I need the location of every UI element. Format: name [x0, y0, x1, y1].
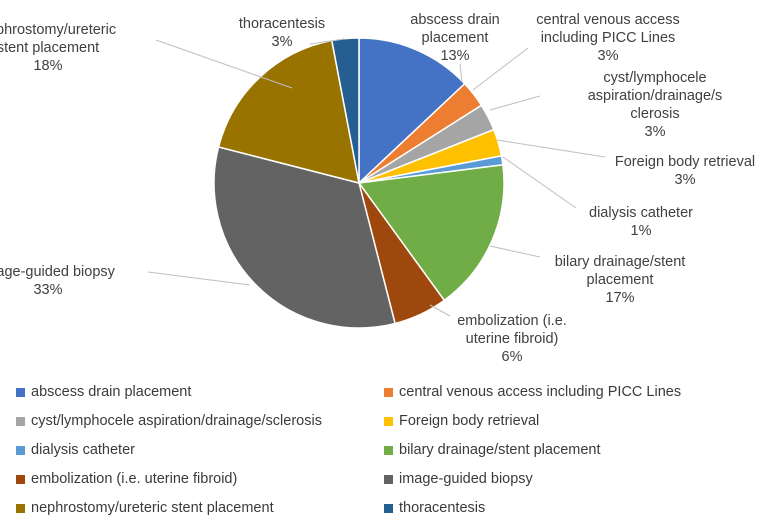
legend-item: dialysis catheter: [16, 442, 135, 458]
legend-item: cyst/lymphocele aspiration/drainage/scle…: [16, 413, 322, 429]
pie-slice: [213, 146, 396, 329]
leader-line: [489, 245, 541, 258]
legend-swatch: [384, 416, 393, 426]
leader-line: [472, 47, 529, 91]
legend-label: bilary drainage/stent placement: [399, 442, 601, 458]
legend-item: nephrostomy/ureteric stent placement: [16, 500, 274, 516]
data-label: embolization (i.e.uterine fibroid)6%: [457, 313, 567, 365]
legend-swatch: [16, 503, 25, 513]
leader-line: [489, 95, 541, 111]
leader-line: [147, 271, 251, 286]
leader-line: [459, 63, 463, 83]
legend-item: Foreign body retrieval: [384, 413, 539, 429]
legend-item: central venous access including PICC Lin…: [384, 384, 681, 400]
leader-line: [502, 156, 577, 209]
leader-line: [309, 38, 345, 45]
legend-label: cyst/lymphocele aspiration/drainage/scle…: [31, 413, 322, 429]
chart-legend: abscess drain placement central venous ac…: [0, 380, 761, 524]
legend-label: image-guided biopsy: [399, 471, 533, 487]
legend-swatch: [16, 445, 25, 455]
legend-item: thoracentesis: [384, 500, 485, 516]
legend-label: embolization (i.e. uterine fibroid): [31, 471, 238, 487]
legend-swatch: [16, 416, 25, 426]
legend-item: embolization (i.e. uterine fibroid): [16, 471, 237, 487]
legend-swatch: [384, 474, 393, 484]
legend-swatch: [384, 445, 393, 455]
legend-label: thoracentesis: [399, 500, 486, 516]
legend-item: image-guided biopsy: [384, 471, 533, 487]
pie-slice: [358, 37, 466, 185]
pie-slice: [357, 163, 505, 302]
legend-label: nephrostomy/ureteric stent placement: [31, 500, 274, 516]
legend-item: bilary drainage/stent placement: [384, 442, 601, 458]
legend-label: dialysis catheter: [31, 442, 135, 458]
leader-line: [496, 139, 606, 158]
legend-label: Foreign body retrieval: [399, 413, 540, 429]
legend-swatch: [384, 387, 393, 397]
legend-swatch: [16, 387, 25, 397]
pie-slice: [217, 39, 360, 185]
legend-item: abscess drain placement: [16, 384, 191, 400]
legend-label: abscess drain placement: [31, 384, 192, 400]
legend-label: central venous access including PICC Lin…: [399, 384, 682, 400]
leader-line: [155, 39, 293, 89]
legend-swatch: [16, 474, 25, 484]
leader-line: [429, 304, 451, 317]
legend-swatch: [384, 503, 393, 513]
